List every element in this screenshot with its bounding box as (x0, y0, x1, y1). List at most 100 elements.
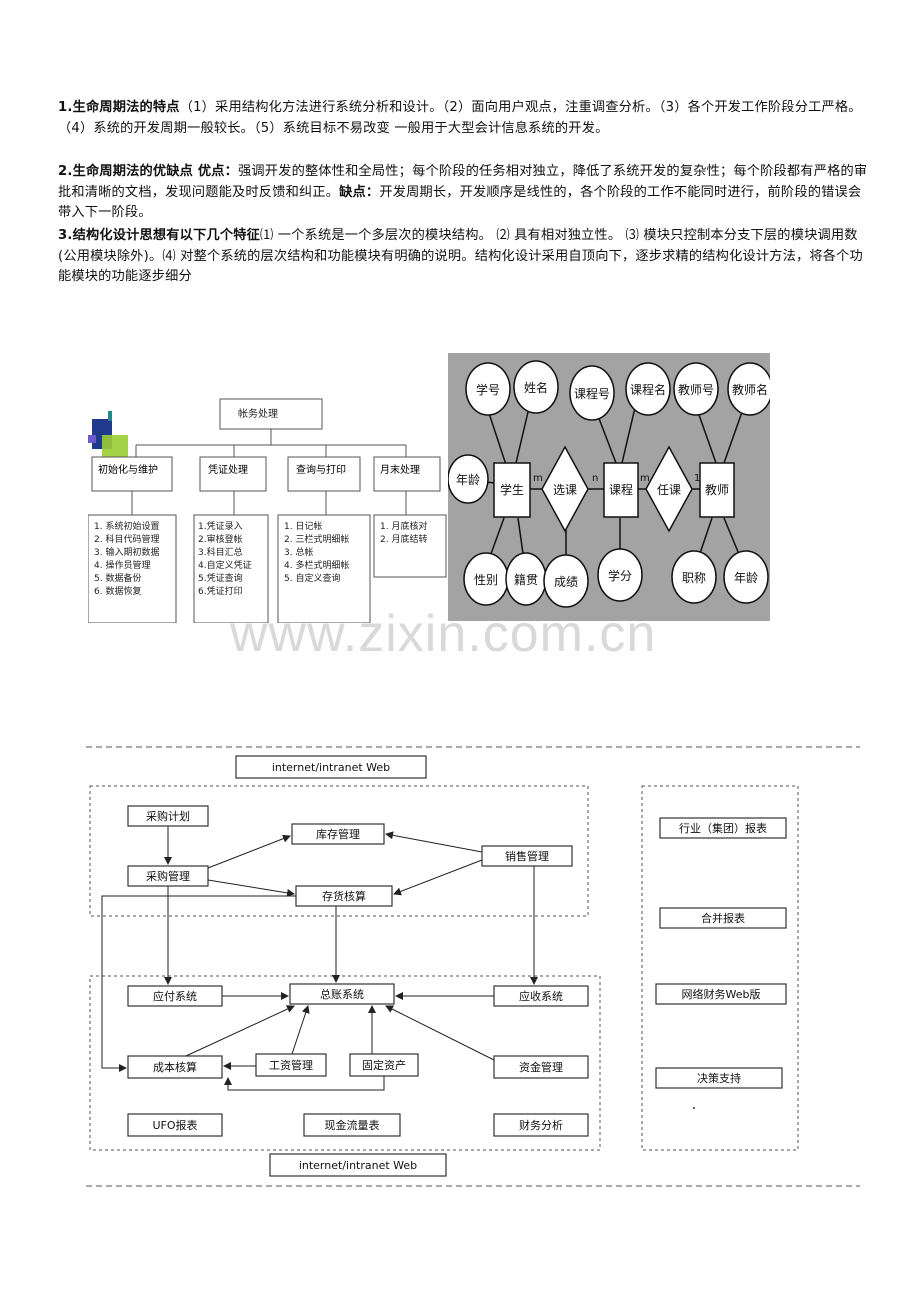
attribute-label: 籍贯 (514, 572, 538, 587)
module-label: 工资管理 (269, 1058, 313, 1072)
module-label: 财务分析 (519, 1118, 563, 1132)
right-group-frame (641, 785, 799, 1151)
module-label: 存货核算 (322, 889, 366, 903)
list-item: 1. 月底核对 (380, 520, 427, 532)
attribute-label: 学分 (608, 568, 632, 583)
module-box (289, 983, 395, 1005)
relation-label: 任课 (657, 483, 681, 497)
report-label: 决策支持 (697, 1071, 741, 1085)
module-label: 固定资产 (362, 1058, 406, 1072)
list-item: 5. 数据备份 (94, 572, 141, 584)
module-label: 库存管理 (316, 827, 360, 841)
list-item: 5. 自定义查询 (284, 572, 340, 584)
list-item: 3. 总帐 (284, 546, 313, 558)
report-box (659, 817, 787, 839)
module-label: 销售管理 (505, 849, 549, 863)
list-item: 4.自定义凭证 (198, 559, 252, 571)
attribute-label: 教师名 (732, 382, 768, 397)
upper-group-frame (89, 785, 589, 917)
lower-group-frame (89, 975, 601, 1151)
entity-box (699, 462, 735, 518)
attribute-ellipse (543, 554, 589, 608)
module-box (127, 1055, 223, 1079)
attribute-ellipse (465, 362, 511, 416)
module-box (493, 1113, 589, 1137)
list-item: 1.凭证录入 (198, 520, 243, 532)
attribute-ellipse (727, 362, 770, 416)
branch-label: 初始化与维护 (98, 463, 158, 476)
er-diagram: 学号 姓名 课程号 课程名 教师号 教师名 年龄 性别 籍贯 成绩 学分 职称 … (448, 353, 770, 621)
module-label: 应付系统 (153, 989, 197, 1003)
module-label: 总账系统 (320, 987, 364, 1001)
entity-label: 学生 (500, 482, 524, 497)
branch-box (373, 456, 441, 492)
item-list-box (373, 514, 447, 578)
tree-root-box (219, 398, 323, 430)
relation-diamond (541, 445, 589, 533)
module-label: 成本核算 (153, 1060, 197, 1074)
module-label: 现金流量表 (325, 1118, 380, 1132)
report-box (659, 907, 787, 929)
system-architecture-diagram: internet/intranet Web internet/intranet … (86, 746, 860, 1187)
list-item: 2. 科目代码管理 (94, 533, 159, 545)
attribute-ellipse (569, 365, 615, 421)
report-box (655, 1067, 783, 1089)
paragraph-lifecycle-features: 1.生命周期法的特点（1）采用结构化方法进行系统分析和设计。（2）面向用户观点，… (58, 98, 870, 139)
attribute-label: 教师号 (678, 382, 714, 397)
cardinality-label: 1 (694, 473, 700, 484)
branch-label: 凭证处理 (208, 463, 248, 476)
list-item: 1. 日记帐 (284, 520, 322, 532)
report-box (655, 983, 787, 1005)
paragraph-heading: 2.生命周期法的优缺点 优点： (58, 164, 239, 179)
list-item: 5.凭证查询 (198, 572, 243, 584)
list-item: 4. 多栏式明细帐 (284, 559, 349, 571)
cardinality-label: m (640, 473, 650, 484)
list-item: 6.凭证打印 (198, 585, 243, 597)
paragraph-body: 强调开发的整体性和全局性；每个阶段的任务相对独立，降低了系统开发的复杂性；每个阶… (58, 164, 868, 200)
branch-label: 查询与打印 (296, 463, 346, 476)
branch-box (199, 456, 267, 492)
paragraph-structured-design: 3.结构化设计思想有以下几个特征⑴ 一个系统是一个多层次的模块结构。 ⑵ 具有相… (58, 226, 870, 288)
paragraph-heading: 1.生命周期法的特点 (58, 100, 180, 115)
module-label: 采购管理 (146, 869, 190, 883)
module-box (481, 845, 573, 867)
web-top-box (235, 755, 427, 779)
item-list-box (193, 514, 269, 623)
dot-mark (693, 1107, 695, 1109)
web-bottom-box (269, 1153, 447, 1177)
list-item: 1. 系统初始设置 (94, 520, 159, 532)
list-item: 2.审核登帐 (198, 533, 243, 545)
attribute-ellipse (448, 454, 489, 504)
attribute-ellipse (513, 360, 559, 414)
attribute-label: 职称 (682, 571, 706, 585)
attribute-label: 年龄 (456, 473, 480, 487)
attribute-ellipse (673, 362, 719, 416)
relation-label: 选课 (553, 483, 577, 497)
module-box (255, 1053, 327, 1077)
attribute-label: 课程名 (630, 382, 666, 397)
attribute-label: 课程号 (574, 386, 610, 401)
watermark: www.zixin.com.cn (230, 605, 657, 663)
module-tree-diagram: 帐务处理 初始化与维护 凭证处理 查询与打印 月末处理 1. 系统初始设置 2.… (88, 398, 447, 623)
attribute-label: 年龄 (734, 571, 758, 585)
attribute-label: 成绩 (554, 575, 578, 589)
paragraph-body-cons: 开发周期长，开发顺序是线性的，各个阶段的工作不能同时进行，前阶段的错误会带入下一… (58, 184, 862, 221)
web-label: internet/intranet Web (272, 761, 390, 774)
module-label: 采购计划 (146, 809, 190, 823)
paragraph-heading-cons: 缺点： (339, 184, 380, 200)
module-box (303, 1113, 401, 1137)
relation-diamond (645, 445, 693, 533)
paragraph-heading: 3.结构化设计思想有以下几个特征 (58, 228, 261, 243)
cardinality-label: n (592, 473, 598, 484)
attribute-ellipse (671, 550, 717, 604)
module-label: 资金管理 (519, 1060, 563, 1074)
list-item: 4. 操作员管理 (94, 559, 150, 571)
list-item: 2. 月底结转 (380, 533, 427, 545)
module-label: 应收系统 (519, 989, 563, 1003)
list-item: 3.科目汇总 (198, 546, 243, 558)
entity-label: 课程 (609, 482, 633, 497)
paragraph-body: （1）采用结构化方法进行系统分析和设计。（2）面向用户观点，注重调查分析。（3）… (58, 100, 862, 136)
entity-box (603, 462, 639, 518)
module-box (291, 823, 385, 845)
office-logo-icon (88, 411, 128, 457)
